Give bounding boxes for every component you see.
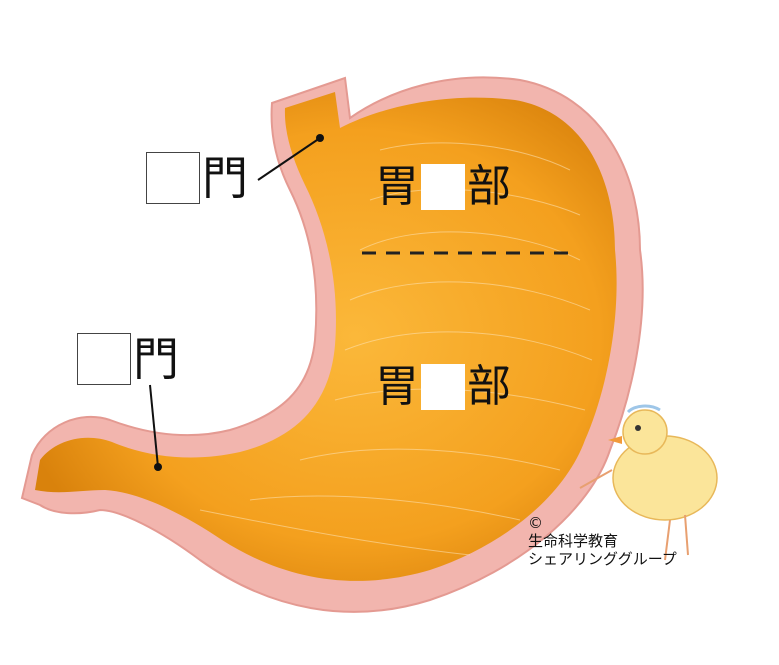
lower-part-blank[interactable]: [421, 364, 465, 410]
upper-gate-blank[interactable]: [146, 152, 200, 204]
upper-gate-point: [316, 134, 324, 142]
lower-part-label: 胃 部: [375, 364, 511, 410]
copyright-line1: 生命科学教育: [528, 532, 619, 550]
upper-part-suffix: 部: [467, 161, 511, 212]
upper-gate-leader: [257, 137, 321, 181]
copyright-notice: © 生命科学教育 シェアリンググループ: [528, 514, 677, 568]
upper-gate-char: 門: [202, 151, 248, 205]
upper-part-blank[interactable]: [421, 164, 465, 210]
stomach-inner-lining: [35, 92, 617, 581]
upper-part-prefix: 胃: [375, 161, 419, 212]
lower-part-prefix: 胃: [375, 361, 419, 412]
copyright-line2: シェアリンググループ: [528, 550, 677, 568]
lower-gate-char: 門: [133, 332, 179, 386]
lower-gate-leader: [149, 384, 159, 468]
chick-mascot-icon: [579, 404, 718, 561]
lower-part-suffix: 部: [467, 361, 511, 412]
lower-gate-label: 門: [77, 333, 179, 385]
stomach-folds: [199, 142, 593, 556]
upper-gate-label: 門: [146, 152, 248, 204]
upper-part-label: 胃 部: [375, 164, 511, 210]
lower-gate-point: [154, 463, 162, 471]
copyright-symbol: ©: [528, 514, 543, 532]
lower-gate-blank[interactable]: [77, 333, 131, 385]
